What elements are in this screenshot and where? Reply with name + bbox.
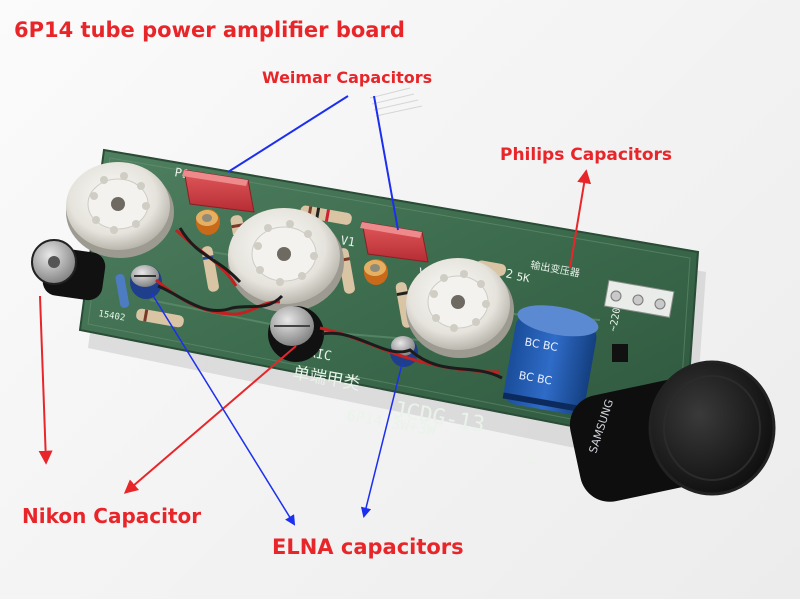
tube-socket-2 xyxy=(228,208,344,312)
tube-socket-1 xyxy=(66,162,174,258)
nikon-capacitor xyxy=(31,239,106,301)
nikon-label: Nikon Capacitor xyxy=(22,504,202,528)
terminal-blocks xyxy=(603,279,675,318)
philips-arrow xyxy=(569,169,592,269)
label-code: 15402 xyxy=(97,309,125,324)
nikon-arrow-2 xyxy=(123,345,297,494)
label-v1: V1 xyxy=(339,233,356,249)
small-electrolytic-caps xyxy=(196,209,388,285)
elna-capacitor-1 xyxy=(130,265,162,299)
weimar-pointer-1 xyxy=(227,95,349,173)
svg-text:BC BC: BC BC xyxy=(518,369,554,388)
elna-arrow-1 xyxy=(151,293,296,526)
wima-capacitor-2 xyxy=(360,221,429,263)
tube-socket-3 xyxy=(406,258,514,358)
nikon-arrow-1 xyxy=(38,295,53,465)
weimar-label: Weimar Capacitors xyxy=(262,68,433,87)
label-pot: 5K xyxy=(515,270,531,285)
twisted-wires xyxy=(155,227,503,380)
elna-label: ELNA capacitors xyxy=(272,535,464,559)
large-black-capacitor: SAMSUNG xyxy=(569,360,776,502)
transistor xyxy=(612,344,628,362)
philips-label: Philips Capacitors xyxy=(500,145,673,165)
svg-text:BC BC: BC BC xyxy=(524,335,560,354)
image-title: 6P14 tube power amplifier board xyxy=(14,18,405,42)
label-gnd: 地 xyxy=(527,454,539,469)
wima-capacitor-1 xyxy=(182,169,255,213)
weimar-pointer-2 xyxy=(373,95,399,231)
philips-capacitor: BC BC BC BC xyxy=(502,305,599,415)
pointer-lines xyxy=(38,95,592,526)
black-capacitor-center xyxy=(268,306,324,362)
elna-arrow-2 xyxy=(360,363,403,519)
